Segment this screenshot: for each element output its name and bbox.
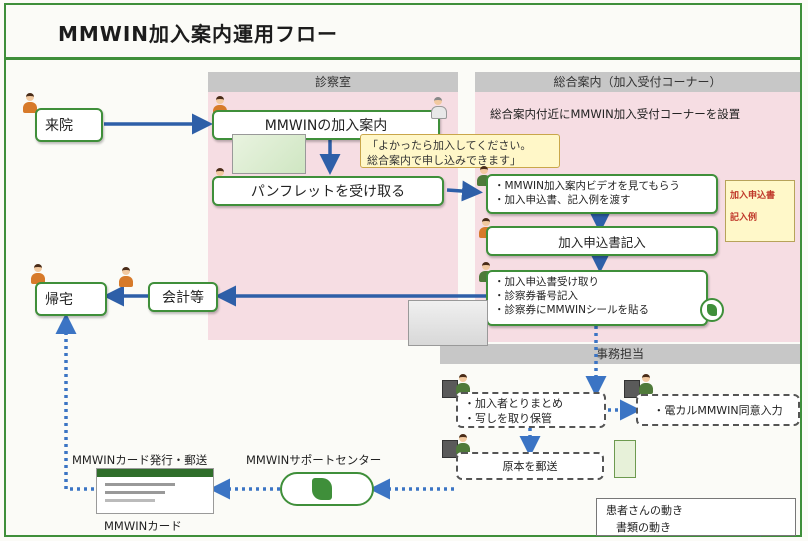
- compile-line-2: ・写しを取り保管: [464, 412, 552, 425]
- video-line-2: ・加入申込書、記入例を渡す: [494, 194, 631, 206]
- staff-icon-mail: [455, 434, 471, 454]
- receive-line-1: ・加入申込書受け取り: [494, 276, 599, 288]
- mail-node: 原本を郵送: [456, 452, 604, 480]
- pamphlet-thumbnail: [232, 134, 306, 174]
- mmwin-logo-icon: [312, 478, 332, 500]
- outer-frame: [4, 3, 802, 537]
- reception-header: 総合案内（加入受付コーナー）: [475, 72, 800, 92]
- legend-patient-label: 患者さんの動き: [606, 504, 683, 517]
- receive-node: ・加入申込書受け取り ・診察券番号記入 ・診察券にMMWINシールを貼る: [486, 270, 708, 326]
- compile-line-1: ・加入者とりまとめ: [464, 397, 563, 410]
- staff-icon-compile: [455, 374, 471, 394]
- video-line-1: ・MMWIN加入案内ビデオを見てもらう: [494, 180, 680, 192]
- card-image: [96, 468, 214, 514]
- patient-icon-payment: [118, 267, 134, 287]
- compile-node: ・加入者とりまとめ ・写しを取り保管: [456, 392, 606, 428]
- doc-label-form: 加入申込書: [730, 191, 776, 201]
- office-header: 事務担当: [440, 344, 800, 364]
- staff-icon-consent: [638, 374, 654, 394]
- patient-icon-home: [30, 264, 46, 284]
- screen-thumbnail: [408, 300, 488, 346]
- speech-line-2: 総合案内で申し込みできます」: [367, 154, 521, 167]
- receive-line-3: ・診察券にMMWINシールを貼る: [494, 304, 649, 316]
- legend-box: [596, 498, 796, 536]
- receive-line-2: ・診察券番号記入: [494, 290, 578, 302]
- video-node: ・MMWIN加入案内ビデオを見てもらう ・加入申込書、記入例を渡す: [486, 174, 718, 214]
- form-fill-node: 加入申込書記入: [486, 226, 718, 256]
- card-label: MMWINカード: [104, 519, 182, 533]
- mmwin-seal-icon: [700, 298, 724, 322]
- home-node: 帰宅: [35, 282, 107, 316]
- speech-line-1: 「よかったら加入してください。: [367, 139, 532, 152]
- doc-label-example: 記入例: [730, 213, 758, 223]
- payment-node: 会計等: [148, 282, 218, 312]
- visit-node: 来院: [35, 108, 103, 142]
- pamphlet-node: パンフレットを受け取る: [212, 176, 444, 206]
- title-divider: [6, 57, 802, 60]
- consent-node: ・電カルMMWIN同意入力: [636, 394, 800, 426]
- support-center-node: [280, 472, 374, 506]
- arrow-pamphlet-to-video: [446, 180, 483, 202]
- legend-documents-label: 書類の動き: [616, 521, 671, 534]
- speech-bubble: 「よかったら加入してください。 総合案内で申し込みできます」: [360, 134, 560, 168]
- support-center-label: MMWINサポートセンター: [246, 453, 382, 467]
- page-title: MMWIN加入案内運用フロー: [58, 22, 339, 46]
- exam-room-header: 診察室: [208, 72, 458, 92]
- doc-arrow-card-to-home: [55, 313, 94, 491]
- envelope-icon: [614, 440, 636, 478]
- document-stack: 加入申込書 記入例: [725, 180, 795, 242]
- reception-note: 総合案内付近にMMWIN加入受付コーナーを設置: [490, 107, 741, 121]
- staff-icon-video: [476, 166, 492, 186]
- card-issue-label: MMWINカード発行・郵送: [72, 453, 208, 467]
- doctor-icon: [430, 97, 447, 119]
- patient-icon-visit: [22, 93, 38, 113]
